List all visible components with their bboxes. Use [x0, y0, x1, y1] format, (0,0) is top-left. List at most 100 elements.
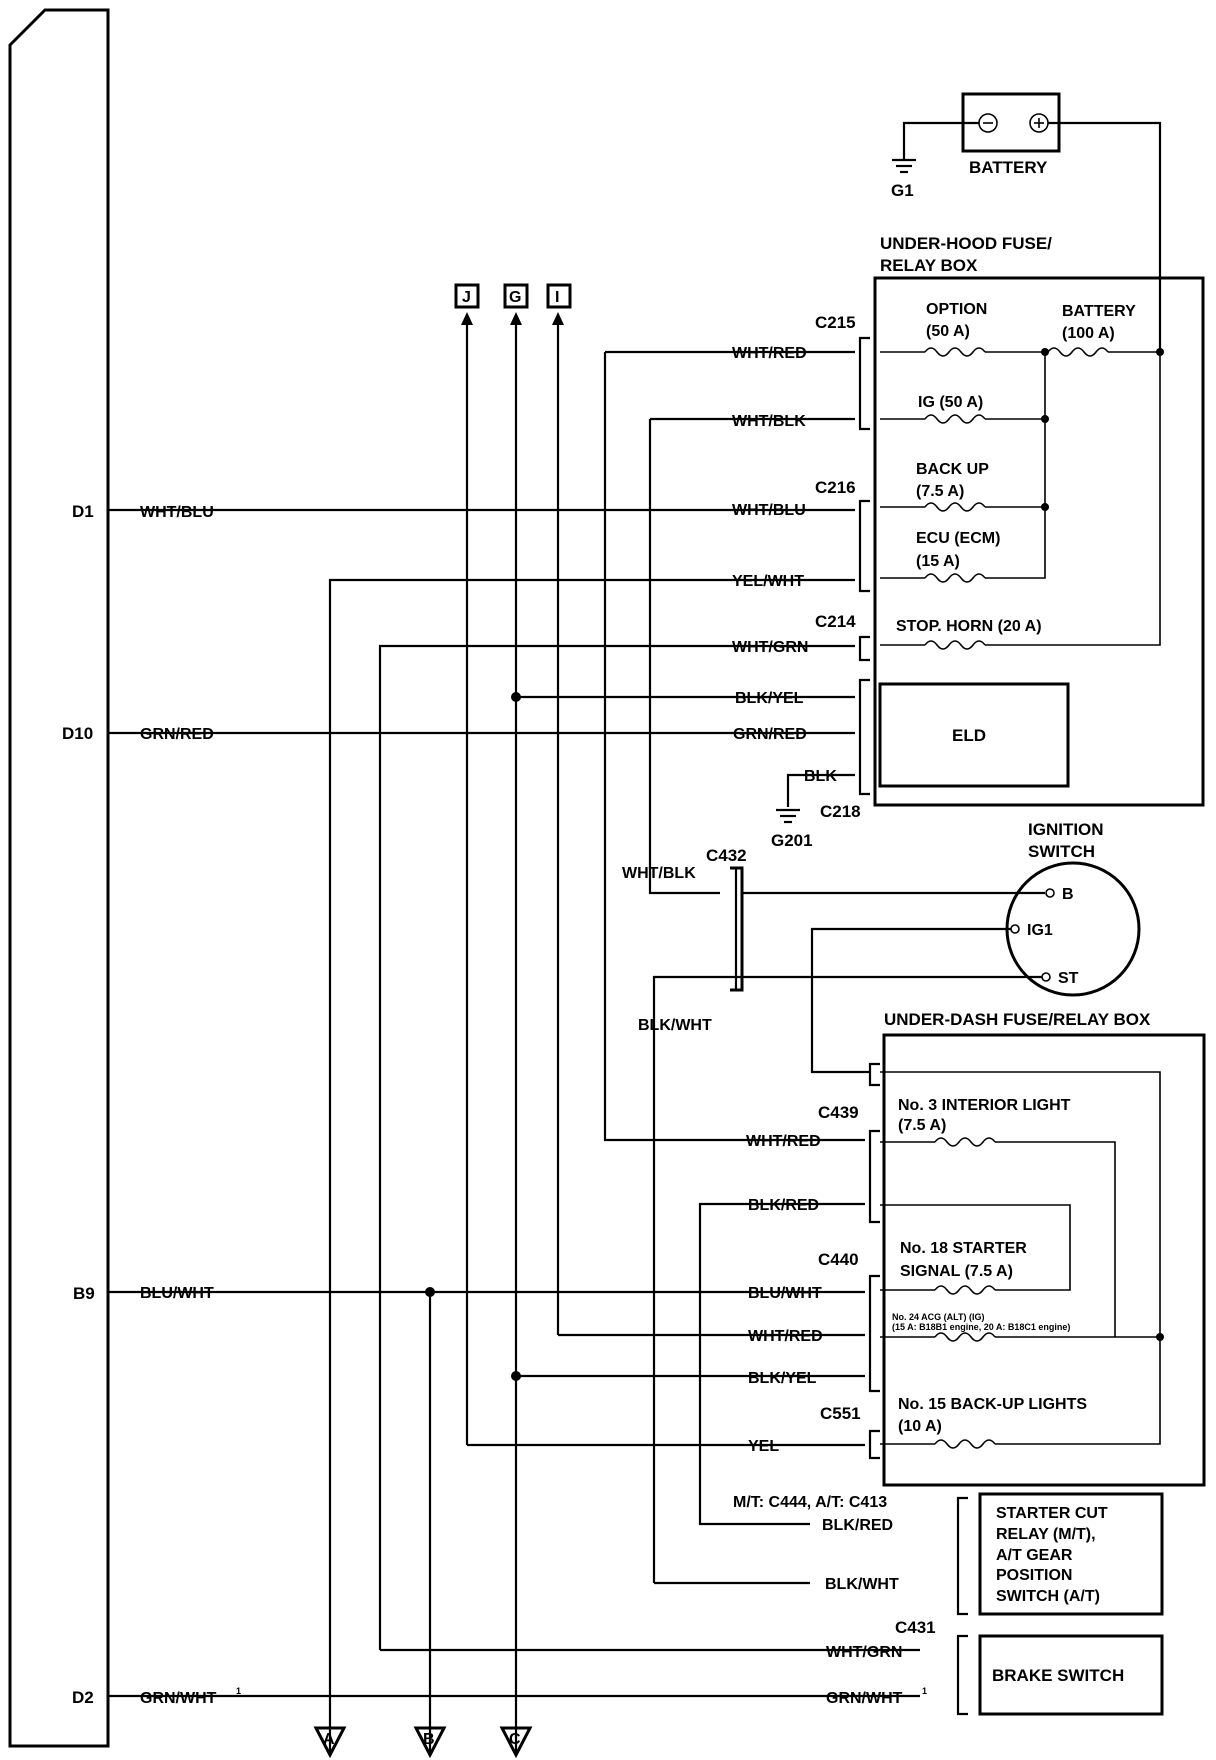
- wire-label-wht-blu-left: WHT/BLU: [140, 504, 214, 521]
- eld-label: ELD: [952, 726, 986, 745]
- svg-text:(50 A): (50 A): [926, 323, 970, 340]
- connector-c432-bracket: [730, 866, 744, 992]
- svg-text:J: J: [462, 289, 471, 306]
- connector-c216: C216: [815, 478, 856, 497]
- wire-label-blk-red-1: BLK/RED: [748, 1197, 819, 1214]
- underdash-box-title: UNDER-DASH FUSE/RELAY BOX: [884, 1010, 1151, 1029]
- svg-text:I: I: [555, 289, 559, 306]
- svg-text:BATTERY: BATTERY: [1062, 303, 1136, 320]
- wire-blk-red: [698, 1202, 865, 1526]
- pin-d10: D10: [62, 724, 93, 743]
- starter-cut-relay: [978, 1492, 1164, 1616]
- svg-text:No. 3 INTERIOR LIGHT: No. 3 INTERIOR LIGHT: [898, 1097, 1071, 1114]
- starter-relay-text-4: POSITION: [996, 1567, 1072, 1584]
- ref-box-g: G: [503, 283, 529, 309]
- fuse-stop-horn: STOP. HORN (20 A): [896, 618, 1042, 635]
- ignition-terminal-st: [1041, 972, 1051, 982]
- wire-label-blu-wht-left: BLU/WHT: [140, 1285, 214, 1302]
- battery-positive-lead: [1048, 121, 1162, 350]
- fuse-backup: BACK UP (7.5 A): [916, 461, 989, 500]
- ref-triangle-a: A: [313, 1726, 347, 1759]
- wire-label-grn-wht-left: GRN/WHT 1: [140, 1686, 241, 1707]
- wire-label-yel-wht: YEL/WHT: [732, 573, 804, 590]
- wire-label-wht-red-2: WHT/RED: [746, 1133, 821, 1150]
- fuse-no24-acg: No. 24 ACG (ALT) (IG) (15 A: B18B1 engin…: [892, 1312, 1070, 1332]
- underhood-fuse-relay-box: [873, 276, 1205, 807]
- battery-label: BATTERY: [969, 158, 1048, 177]
- brake-switch-label: BRAKE SWITCH: [992, 1666, 1124, 1685]
- underdash-fuse-relay-box: [882, 1033, 1206, 1487]
- svg-text:GRN/WHT: GRN/WHT: [826, 1690, 903, 1707]
- fuse-ecu-ecm: ECU (ECM) (15 A): [916, 530, 1000, 570]
- wire-label-wht-blu-right: WHT/BLU: [732, 502, 806, 519]
- ignition-switch-title-1: IGNITION: [1028, 820, 1104, 839]
- svg-text:(7.5 A): (7.5 A): [916, 483, 964, 500]
- ground-label-g201: G201: [771, 831, 813, 850]
- svg-text:1: 1: [922, 1686, 927, 1696]
- svg-text:BACK UP: BACK UP: [916, 461, 989, 478]
- connector-c214: C214: [815, 612, 856, 631]
- battery-negative-lead: [902, 121, 979, 160]
- svg-text:(10 A): (10 A): [898, 1418, 942, 1435]
- starter-relay-text-3: A/T GEAR: [996, 1547, 1073, 1564]
- svg-text:B: B: [423, 1731, 435, 1748]
- wire-label-blk-red-2: BLK/RED: [822, 1517, 893, 1534]
- wire-wht-red-top: [603, 350, 855, 1142]
- underhood-internal-wiring: [880, 347, 1164, 650]
- ignition-label-st: ST: [1058, 970, 1079, 987]
- ignition-switch-title-2: SWITCH: [1028, 842, 1095, 861]
- fuse-no3-interior-light: No. 3 INTERIOR LIGHT (7.5 A): [898, 1097, 1071, 1134]
- wire-label-blk: BLK: [804, 768, 837, 785]
- connector-c218: C218: [820, 802, 861, 821]
- svg-text:1: 1: [236, 1686, 241, 1696]
- ref-arrows-top: [461, 312, 564, 1755]
- pin-d2: D2: [72, 1688, 94, 1707]
- wire-label-yel: YEL: [748, 1438, 779, 1455]
- svg-text:(100 A): (100 A): [1062, 325, 1115, 342]
- ignition-label-ig1: IG1: [1027, 922, 1053, 939]
- ignition-terminal-b: [1045, 888, 1055, 898]
- ref-box-i: I: [546, 283, 572, 309]
- battery: BATTERY: [961, 92, 1061, 177]
- eld-module: [878, 682, 1070, 788]
- fuse-ig: IG (50 A): [918, 394, 983, 411]
- connector-c439: C439: [818, 1103, 859, 1122]
- wire-blk-ground: [786, 773, 855, 807]
- wire-label-blk-yel-2: BLK/YEL: [748, 1370, 817, 1387]
- ground-symbol-g201: [776, 808, 800, 824]
- svg-text:No. 18 STARTER: No. 18 STARTER: [900, 1240, 1027, 1257]
- wire-label-wht-red-1: WHT/RED: [732, 345, 807, 362]
- underdash-internal-wiring: [880, 1071, 1164, 1449]
- wire-label-grn-red-right: GRN/RED: [733, 726, 807, 743]
- fuse-no18-starter-signal: No. 18 STARTER SIGNAL (7.5 A): [900, 1240, 1027, 1280]
- wire-label-blk-wht-2: BLK/WHT: [825, 1576, 899, 1593]
- ignition-terminal-ig1: [1010, 924, 1020, 934]
- svg-text:A: A: [323, 1731, 335, 1748]
- wire-wht-grn: [378, 644, 855, 1650]
- fuse-option: OPTION (50 A): [926, 301, 987, 340]
- connector-c551: C551: [820, 1404, 861, 1423]
- svg-text:No. 15 BACK-UP LIGHTS: No. 15 BACK-UP LIGHTS: [898, 1396, 1087, 1413]
- wire-label-grn-red-left: GRN/RED: [140, 726, 214, 743]
- fuse-battery-100a: BATTERY (100 A): [1062, 303, 1136, 342]
- ecm-module-outline: [8, 8, 110, 1748]
- pin-d1: D1: [72, 502, 94, 521]
- ref-box-j: J: [454, 283, 480, 309]
- svg-text:(7.5 A): (7.5 A): [898, 1117, 946, 1134]
- wire-label-blu-wht-right: BLU/WHT: [748, 1285, 822, 1302]
- wire-label-wht-grn: WHT/GRN: [732, 639, 808, 656]
- wire-yel-wht: [328, 578, 855, 1755]
- ignition-label-b: B: [1062, 886, 1074, 903]
- starter-relay-text-2: RELAY (M/T),: [996, 1526, 1096, 1543]
- starter-relay-text-5: SWITCH (A/T): [996, 1588, 1100, 1605]
- connector-c444-bracket: [956, 1496, 968, 1616]
- connector-c432: C432: [706, 846, 747, 865]
- underhood-box-title-1: UNDER-HOOD FUSE/: [880, 234, 1052, 253]
- wire-label-wht-blk-1: WHT/BLK: [732, 413, 806, 430]
- svg-text:No. 24 ACG (ALT) (IG): No. 24 ACG (ALT) (IG): [892, 1312, 985, 1322]
- connector-c444-c413: M/T: C444, A/T: C413: [733, 1494, 887, 1511]
- svg-text:C: C: [509, 1731, 521, 1748]
- wire-label-blk-yel-1: BLK/YEL: [735, 690, 804, 707]
- ref-triangle-c: C: [499, 1726, 533, 1759]
